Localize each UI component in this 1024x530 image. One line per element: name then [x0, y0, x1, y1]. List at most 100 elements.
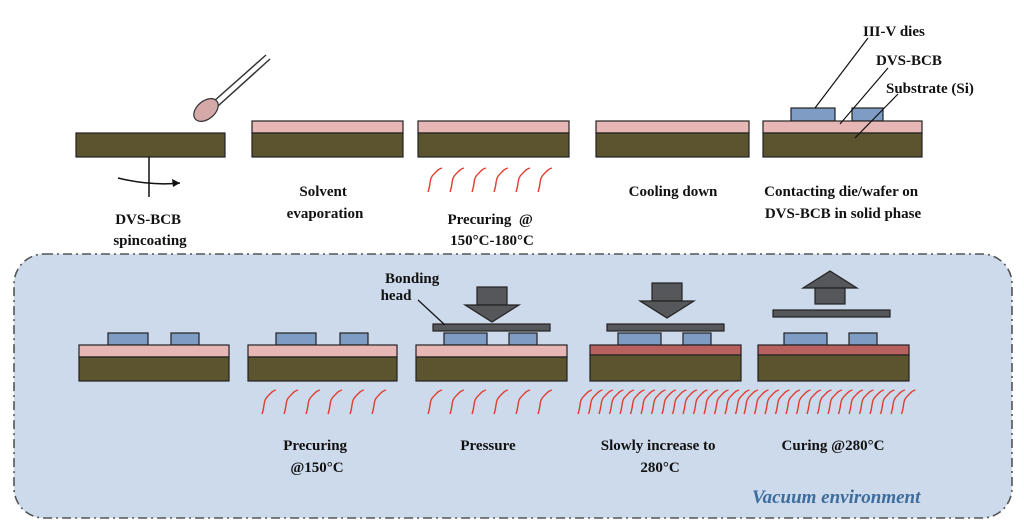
- step-label-line: DVS-BCB in solid phase: [765, 206, 922, 222]
- up-arrow-icon: [800, 270, 860, 305]
- step-label: Precuring @150°C: [283, 438, 351, 476]
- heat-waves-icon: [743, 389, 916, 415]
- substrate-layer: [78, 356, 230, 382]
- iii-v-die: [617, 332, 662, 346]
- bottom-step-2: Precuring @150°C: [247, 332, 398, 476]
- step-label-line: Precuring @: [447, 212, 532, 228]
- heat-wave-mark: [743, 389, 759, 415]
- dvs-bcb-layer: [757, 344, 910, 356]
- heat-wave-mark: [587, 389, 603, 415]
- heat-wave-mark: [493, 167, 509, 193]
- substrate-layer: [757, 354, 910, 382]
- heat-wave-mark: [493, 389, 509, 415]
- heat-wave-mark: [427, 167, 443, 193]
- step-label-line: 280°C: [640, 460, 679, 476]
- heat-wave-mark: [371, 389, 387, 415]
- dvs-bcb-layer: [762, 120, 923, 134]
- iii-v-die: [443, 332, 488, 346]
- heat-wave-mark: [449, 389, 465, 415]
- iii-v-die: [848, 332, 878, 346]
- heat-wave-mark: [619, 389, 635, 415]
- step-label-line: spincoating: [113, 233, 187, 249]
- step-label-line: evaporation: [287, 206, 364, 222]
- dropper-icon: [193, 54, 271, 122]
- heat-wave-mark: [305, 389, 321, 415]
- heat-wave-mark: [449, 167, 465, 193]
- heat-wave-mark: [900, 389, 916, 415]
- heat-wave-mark: [848, 389, 864, 415]
- step-label: Pressure: [460, 438, 516, 454]
- label-substrate: Substrate (Si): [886, 81, 974, 97]
- heat-wave-mark: [640, 389, 656, 415]
- step-label: Precuring @ 150°C-180°C: [447, 212, 536, 249]
- heat-wave-mark: [837, 389, 853, 415]
- leader-line-bonding-head: [417, 299, 446, 326]
- bonding-head-label-line: Bonding: [385, 271, 440, 287]
- bonding-head: [772, 309, 891, 318]
- substrate-layer: [75, 132, 226, 158]
- dvs-bcb-layer: [589, 344, 742, 356]
- leader-line-dies: [814, 37, 869, 109]
- iii-v-die: [508, 332, 538, 346]
- dvs-bcb-layer: [247, 344, 398, 358]
- iii-v-die: [682, 332, 712, 346]
- heat-wave-mark: [515, 389, 531, 415]
- leader-line-dvs-bcb: [839, 67, 889, 125]
- heat-wave-mark: [471, 167, 487, 193]
- top-step-4: Cooling down: [595, 120, 750, 200]
- step-label-line: Solvent: [299, 184, 347, 200]
- heat-wave-mark: [692, 389, 708, 415]
- heat-wave-mark: [629, 389, 645, 415]
- heat-wave-mark: [879, 389, 895, 415]
- heat-wave-mark: [327, 389, 343, 415]
- heat-waves-icon: [427, 167, 553, 193]
- heat-wave-mark: [816, 389, 832, 415]
- dvs-bcb-layer: [78, 344, 230, 358]
- iii-v-die: [107, 332, 149, 346]
- heat-wave-mark: [827, 389, 843, 415]
- substrate-layer: [589, 354, 742, 382]
- bonding-head: [606, 323, 725, 332]
- heat-wave-mark: [661, 389, 677, 415]
- step-label: DVS-BCB spincoating: [113, 212, 187, 249]
- heat-waves-icon: [261, 389, 387, 415]
- heat-wave-mark: [890, 389, 906, 415]
- substrate-layer: [417, 132, 570, 158]
- top-step-5: III-V dies DVS-BCB Substrate (Si) Contac…: [762, 24, 974, 222]
- step-label: Curing @280°C: [782, 438, 885, 454]
- step-label-line: Contacting die/wafer on: [764, 184, 919, 200]
- bottom-step-5: Curing @280°C: [743, 270, 916, 454]
- heat-wave-mark: [671, 389, 687, 415]
- down-arrow-icon: [462, 286, 522, 323]
- heat-wave-mark: [515, 167, 531, 193]
- heat-wave-mark: [753, 389, 769, 415]
- step-label-line: Precuring: [283, 438, 347, 454]
- dvs-bcb-layer: [595, 120, 750, 134]
- vacuum-environment-label: Vacuum environment: [752, 487, 921, 508]
- iii-v-die: [170, 332, 200, 346]
- heat-wave-mark: [283, 389, 299, 415]
- step-label: Solvent evaporation: [287, 184, 364, 222]
- substrate-layer: [247, 356, 398, 382]
- substrate-layer: [415, 356, 568, 382]
- heat-wave-mark: [785, 389, 801, 415]
- heat-waves-icon: [427, 389, 553, 415]
- down-arrow-icon: [637, 282, 697, 319]
- heat-wave-mark: [471, 389, 487, 415]
- heat-wave-mark: [608, 389, 624, 415]
- step-label-line: @150°C: [290, 460, 343, 476]
- heat-wave-mark: [261, 389, 277, 415]
- heat-wave-mark: [713, 389, 729, 415]
- bonding-head: [432, 323, 551, 332]
- heat-wave-mark: [650, 389, 666, 415]
- bonding-head-label-line: head: [381, 288, 413, 304]
- substrate-layer: [595, 132, 750, 158]
- bonding-head-label: Bonding head: [381, 271, 443, 304]
- dvs-bcb-layer: [417, 120, 570, 134]
- step-label: Cooling down: [629, 184, 718, 200]
- iii-v-die: [790, 107, 836, 122]
- heat-wave-mark: [734, 389, 750, 415]
- heat-wave-mark: [537, 389, 553, 415]
- top-step-3: Precuring @ 150°C-180°C: [417, 120, 570, 249]
